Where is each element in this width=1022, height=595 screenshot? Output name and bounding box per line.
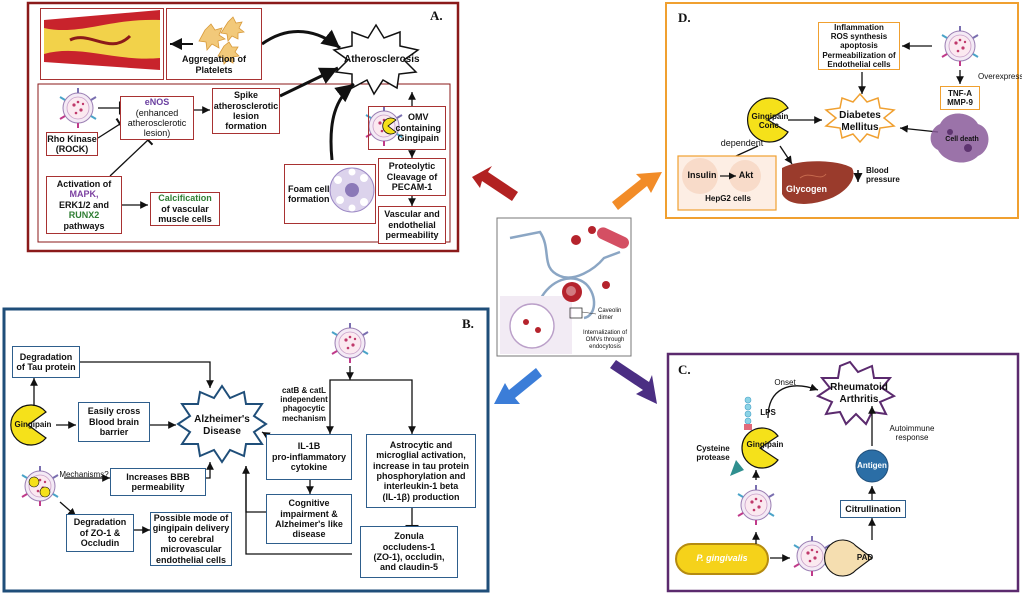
zonula-box: Zonula occludens-1 (ZO-1), occludin, and…: [360, 526, 458, 578]
cognitive-box: Cognitive impairment & Alzheimer's like …: [266, 494, 352, 544]
insulin-label: Insulin: [687, 170, 717, 180]
activation-box: Activation of MAPK, ERK1/2 and RUNX2 pat…: [46, 176, 122, 234]
mapk-label: MAPK,: [69, 189, 99, 200]
gingipain-c-label: Gingipain: [746, 440, 784, 449]
il1b-box: IL-1B pro-inflammatory cytokine: [266, 434, 352, 480]
foam-cell-box: Foam cell formation: [284, 164, 376, 224]
vascular-box: Vascular and endothelial permeability: [378, 206, 446, 244]
blood-vessel-icon: [44, 10, 160, 70]
caveolin-label: Caveolin dimer: [598, 308, 622, 321]
spike-box: Spike atherosclerotic lesion formation: [212, 88, 280, 134]
liver-icon: [782, 161, 854, 204]
enos-box: eNOS (enhanced atherosclerotic lesion): [120, 96, 194, 140]
gingipain-pacman-icon: [747, 97, 789, 143]
rod-bacterium-icon: [675, 543, 769, 575]
enos-detail: (enhanced atherosclerotic lesion): [127, 107, 187, 139]
panel-c-label: C.: [678, 362, 691, 377]
blood-pressure-label: Blood pressure: [866, 166, 900, 185]
overexpression-label: Overexpression: [978, 72, 1022, 81]
p-gingivalis-label: P. gingivalis: [696, 553, 748, 563]
enos-title: eNOS: [144, 97, 170, 108]
dependent-label: dependent: [720, 138, 764, 148]
catb-label: catB & catL independent phagocytic mecha…: [280, 386, 328, 423]
panel-b-label: B.: [462, 316, 474, 331]
bbb-permeability-box: Increases BBB permeability: [110, 468, 206, 496]
activation-prefix: Activation of: [56, 179, 112, 190]
rho-kinase-box: Rho Kinase (ROCK): [46, 132, 98, 156]
mechanisms-label: Mechanisms?: [59, 470, 109, 479]
antigen-label: Antigen: [857, 461, 887, 470]
tau-box: Degradation of Tau protein: [12, 346, 80, 378]
diabetes-label: Diabetes Mellitus: [839, 110, 881, 133]
gingipain-pacman-icon: [741, 427, 779, 469]
aggregation-box: Aggregation of Platelets: [166, 8, 262, 80]
erk-label: ERK1/2 and: [58, 199, 109, 210]
runx2-label: RUNX2: [68, 210, 100, 221]
omv-gingipain-box: OMV containing Gingipain: [368, 106, 446, 150]
autoimmune-label: Autoimmune response: [889, 424, 935, 443]
proteolytic-box: Proteolytic Cleavage of PECAM-1: [378, 158, 446, 196]
foam-cell-icon: [329, 167, 375, 213]
possible-mode-box: Possible mode of gingipain delivery to c…: [150, 512, 232, 566]
calcification-title: Calcification: [158, 193, 212, 204]
gingipain-conc-label: Gingipain Conc.: [751, 112, 789, 131]
glycogen-label: Glycogen: [786, 184, 828, 194]
cysteine-label: Cysteine protease: [696, 444, 730, 463]
calcification-detail: of vascular muscle cells: [158, 203, 212, 225]
hepg2-label: HepG2 cells: [705, 194, 751, 203]
panel-d-label: D.: [678, 10, 691, 25]
tnf-box: TNF-A MMP-9: [940, 86, 980, 110]
astrocytic-box: Astrocytic and microglial activation, in…: [366, 434, 476, 508]
onset-label: Onset: [774, 378, 796, 387]
pad-label: PAD: [856, 553, 874, 562]
internalization-label: Internalization of OMVs through endocyto…: [582, 330, 628, 350]
citrullination-box: Citrullination: [840, 500, 906, 518]
blood-vessel-frame: [40, 8, 164, 80]
akt-label: Akt: [738, 170, 754, 180]
pathways-label: pathways: [63, 220, 105, 231]
gingipain-pacman-icon: [10, 404, 47, 446]
alzheimers-label: Alzheimer's Disease: [194, 414, 250, 437]
zo1-box: Degradation of ZO-1 & Occludin: [66, 514, 134, 552]
lps-label: LPS: [760, 408, 776, 417]
dead-cell-icon: [930, 113, 989, 163]
inflammation-box: Inflammation ROS synthesis apoptosis Per…: [818, 22, 900, 70]
platelets-icon: [198, 16, 245, 65]
ra-label: Rheumatoid Arthritis: [830, 382, 888, 405]
caveolin-icon: [500, 226, 629, 354]
calcification-box: Calcification of vascular muscle cells: [150, 192, 220, 226]
cross-bbb-box: Easily cross Blood brain barrier: [78, 402, 150, 442]
gingipain-label: Gingipain: [14, 420, 52, 429]
cell-death-label: Cell death: [945, 136, 979, 143]
panel-a-label: A.: [430, 8, 443, 23]
atherosclerosis-label: Atherosclerosis: [344, 54, 420, 65]
